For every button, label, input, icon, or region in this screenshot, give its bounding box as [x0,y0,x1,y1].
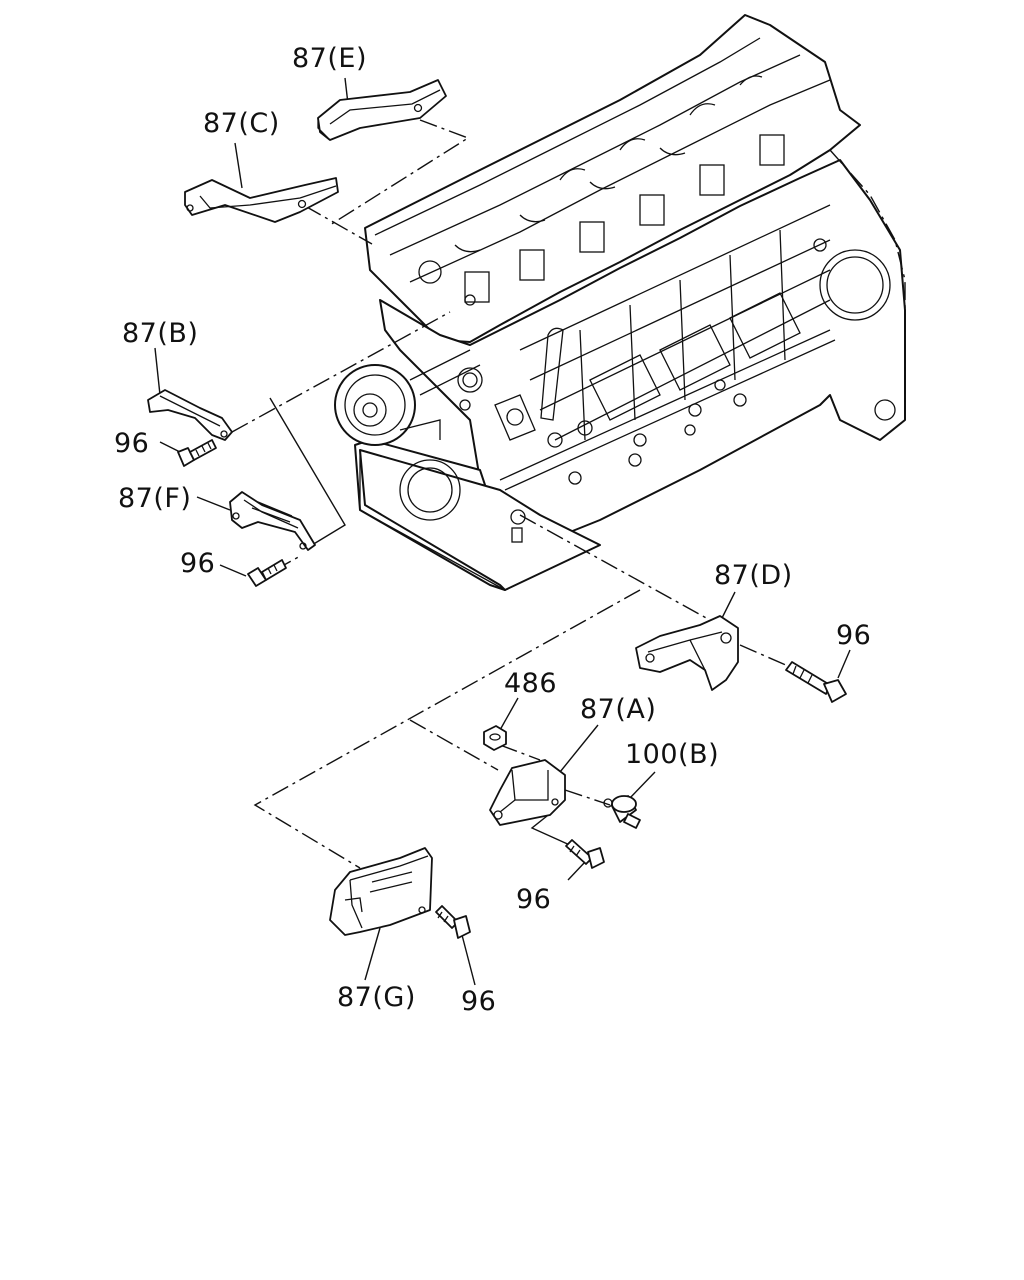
bracket-87b [147,389,233,441]
callout-87c: 87(C) [203,108,280,139]
callout-87a: 87(A) [580,694,656,725]
bolt-96-f [247,559,287,587]
bolt-96-b [177,439,217,467]
callout-96-b: 96 [114,428,149,459]
callout-87e: 87(E) [292,43,367,74]
nut-486 [483,725,507,751]
callout-87b: 87(B) [122,318,198,349]
callout-96-d: 96 [836,620,871,651]
callout-labels: 87(E) 87(C) 87(B) 96 87(F) 96 87(D) 96 4… [114,43,871,1017]
bolt-96-a [565,839,605,869]
bracket-87e [317,79,447,141]
bracket-87c [184,177,339,223]
callout-486: 486 [504,668,557,699]
bracket-87a [489,759,566,826]
bracket-87d [635,615,739,691]
bracket-87g [329,847,433,936]
bolt-96-d [785,661,847,703]
leader-lines [154,77,851,986]
callout-87g: 87(G) [337,982,416,1013]
callout-96-a: 96 [516,884,551,915]
callout-100b: 100(B) [625,739,719,770]
callout-87d: 87(D) [714,560,793,591]
callout-96-g: 96 [461,986,496,1017]
callout-96-f: 96 [180,548,215,579]
callout-87f: 87(F) [118,483,191,514]
bracket-87f [229,491,316,551]
rubber-mount-100b [603,795,641,829]
bolt-96-g [435,905,471,939]
engine-block [334,14,906,591]
